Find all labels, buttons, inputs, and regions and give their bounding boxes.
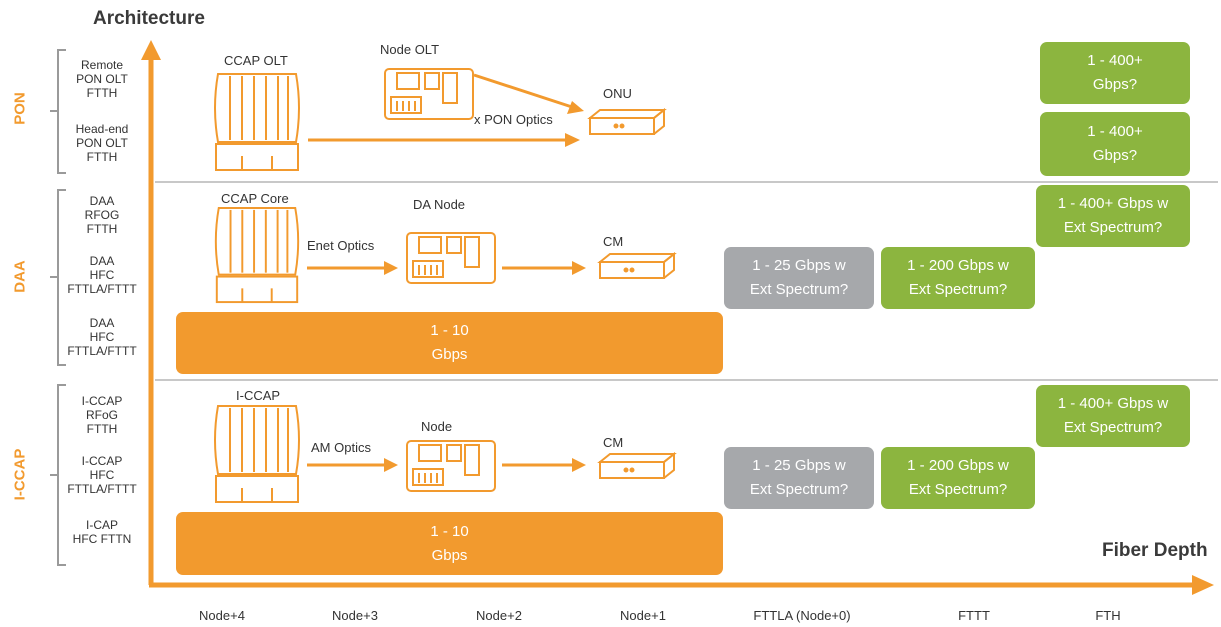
x-tick-label: Node+2 bbox=[476, 608, 522, 623]
x-tick-label: FTH bbox=[1095, 608, 1121, 623]
group-label-daa: DAA bbox=[11, 260, 29, 293]
y-axis-title: Architecture bbox=[93, 8, 205, 29]
x-tick-label: FTTT bbox=[958, 608, 990, 623]
modem-icon bbox=[587, 108, 667, 135]
label-ccap-olt: CCAP OLT bbox=[224, 53, 288, 68]
chassis-icon bbox=[214, 405, 300, 503]
label-onu: ONU bbox=[603, 86, 632, 101]
group-label-pon: PON bbox=[11, 92, 29, 125]
chassis-icon bbox=[214, 73, 300, 171]
x-tick-label: Node+4 bbox=[199, 608, 245, 623]
label-da-node: DA Node bbox=[413, 197, 466, 212]
node-icon bbox=[384, 68, 474, 120]
label-iccap: I-CCAP bbox=[236, 388, 281, 403]
label-ccap-core: CCAP Core bbox=[221, 191, 289, 206]
x-tick-label: FTTLA (Node+0) bbox=[753, 608, 851, 623]
separator-pon-daa bbox=[155, 181, 1218, 183]
x-tick-label: Node+3 bbox=[332, 608, 378, 623]
label-enet-optics: Enet Optics bbox=[307, 238, 375, 253]
label-am-optics: AM Optics bbox=[311, 440, 371, 455]
group-label-iccap: I-CCAP bbox=[11, 448, 29, 501]
x-axis-title: Fiber Depth bbox=[1102, 540, 1208, 561]
label-iccap-cm: CM bbox=[603, 435, 624, 450]
label-pon-optics: x PON Optics bbox=[474, 112, 553, 127]
chassis-icon bbox=[214, 206, 300, 304]
separator-daa-iccap bbox=[155, 379, 1218, 381]
label-node: Node bbox=[421, 419, 453, 434]
label-daa-cm: CM bbox=[603, 234, 624, 249]
x-tick-label: Node+1 bbox=[620, 608, 666, 623]
node-icon bbox=[406, 440, 496, 492]
node-icon bbox=[406, 232, 496, 284]
pon-remote-capacity-box: 1 - 400+Gbps? bbox=[1040, 42, 1190, 104]
modem-icon bbox=[597, 452, 677, 479]
label-node-olt: Node OLT bbox=[380, 42, 440, 57]
pon-headend-capacity-box: 1 - 400+Gbps? bbox=[1040, 112, 1190, 176]
modem-icon bbox=[597, 252, 677, 279]
